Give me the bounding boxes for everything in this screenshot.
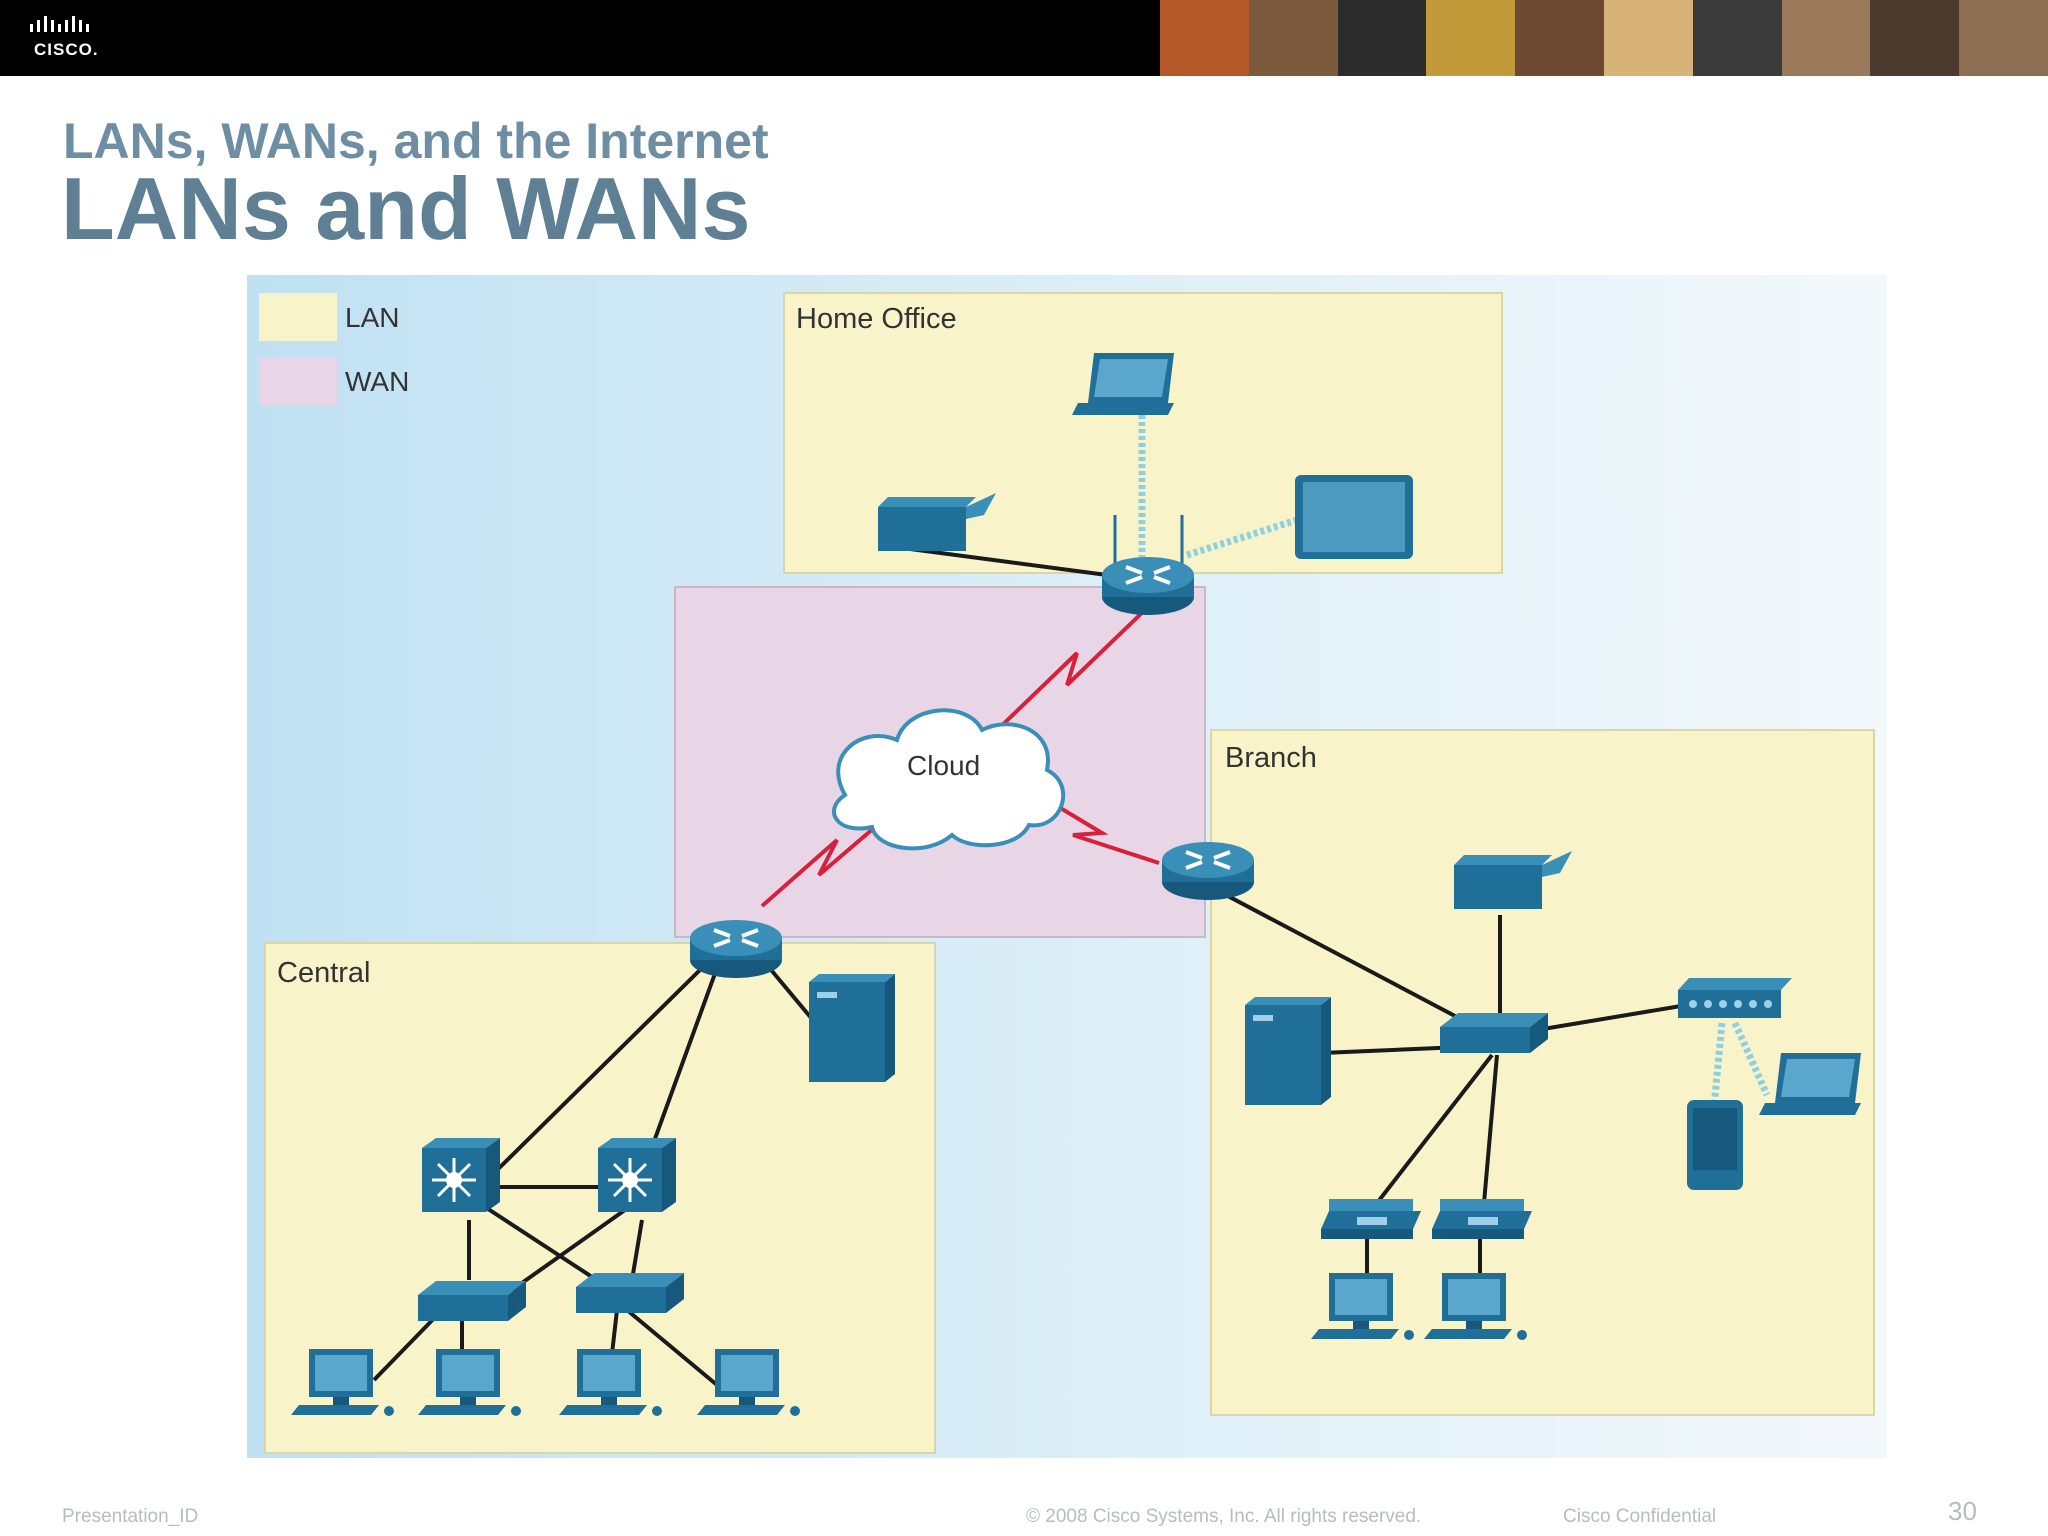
- legend-wan-label: WAN: [345, 366, 409, 397]
- header-photo-9: [1870, 0, 1960, 76]
- slide-title: LANs and WANs: [61, 159, 751, 258]
- branch-label: Branch: [1225, 742, 1317, 774]
- branch-router-icon: [1160, 840, 1256, 902]
- footer-confidential: Cisco Confidential: [1563, 1506, 1717, 1527]
- header-photo-3: [1337, 0, 1427, 76]
- central-server-icon: [809, 974, 895, 1082]
- central-switch-1-icon: [418, 1281, 526, 1321]
- central-multilayer-switch-1-icon: [420, 1136, 502, 1214]
- branch-ip-phone-1-icon: [1321, 1199, 1421, 1239]
- branch-switch-icon: [1440, 1013, 1548, 1053]
- home-tablet-icon: [1295, 475, 1413, 559]
- header-photo-6: [1603, 0, 1693, 76]
- central-label: Central: [277, 957, 371, 989]
- branch-ip-phone-2-icon: [1432, 1199, 1532, 1239]
- home-router-icon: [1100, 555, 1196, 617]
- page-number: 30: [1948, 1496, 1977, 1526]
- wan-link-branch: [1050, 801, 1160, 865]
- legend-lan-label: LAN: [345, 302, 399, 333]
- header-photo-2: [1248, 0, 1338, 76]
- slide-subtitle: LANs, WANs, and the Internet: [63, 113, 769, 169]
- header-photo-10: [1959, 0, 2048, 76]
- cloud-label: Cloud: [907, 750, 980, 781]
- wan-link-central: [760, 808, 897, 908]
- wan-region: [674, 586, 1206, 938]
- branch-server-icon: [1245, 997, 1331, 1105]
- central-multilayer-switch-2-icon: [596, 1136, 678, 1214]
- home-office-label: Home Office: [796, 303, 957, 335]
- legend-lan-swatch: [259, 293, 337, 341]
- branch-access-point-icon: [1678, 978, 1792, 1018]
- cloud-icon: [832, 708, 1066, 851]
- header-photo-8: [1781, 0, 1871, 76]
- central-switch-2-icon: [576, 1273, 684, 1313]
- legend-wan-swatch: [259, 357, 337, 405]
- branch-smartphone-icon: [1687, 1100, 1743, 1190]
- header-photo-5: [1515, 0, 1604, 76]
- cisco-logo-text: CISCO.: [34, 40, 99, 59]
- cisco-logo-icon: [30, 16, 89, 32]
- header-photo-1: [1160, 0, 1249, 76]
- footer-presentation-id: Presentation_ID: [62, 1506, 199, 1527]
- lan-wan-diagram: LAN WAN Home Office Branch Central Cloud: [247, 275, 1887, 1458]
- central-router-icon: [688, 918, 784, 980]
- header-photo-4: [1426, 0, 1516, 76]
- header-photo-7: [1692, 0, 1782, 76]
- wan-link-home: [990, 606, 1149, 737]
- header-photo-strip: [1160, 0, 2048, 76]
- header-bar: CISCO.: [0, 0, 2048, 76]
- footer-copyright: © 2008 Cisco Systems, Inc. All rights re…: [1026, 1506, 1422, 1527]
